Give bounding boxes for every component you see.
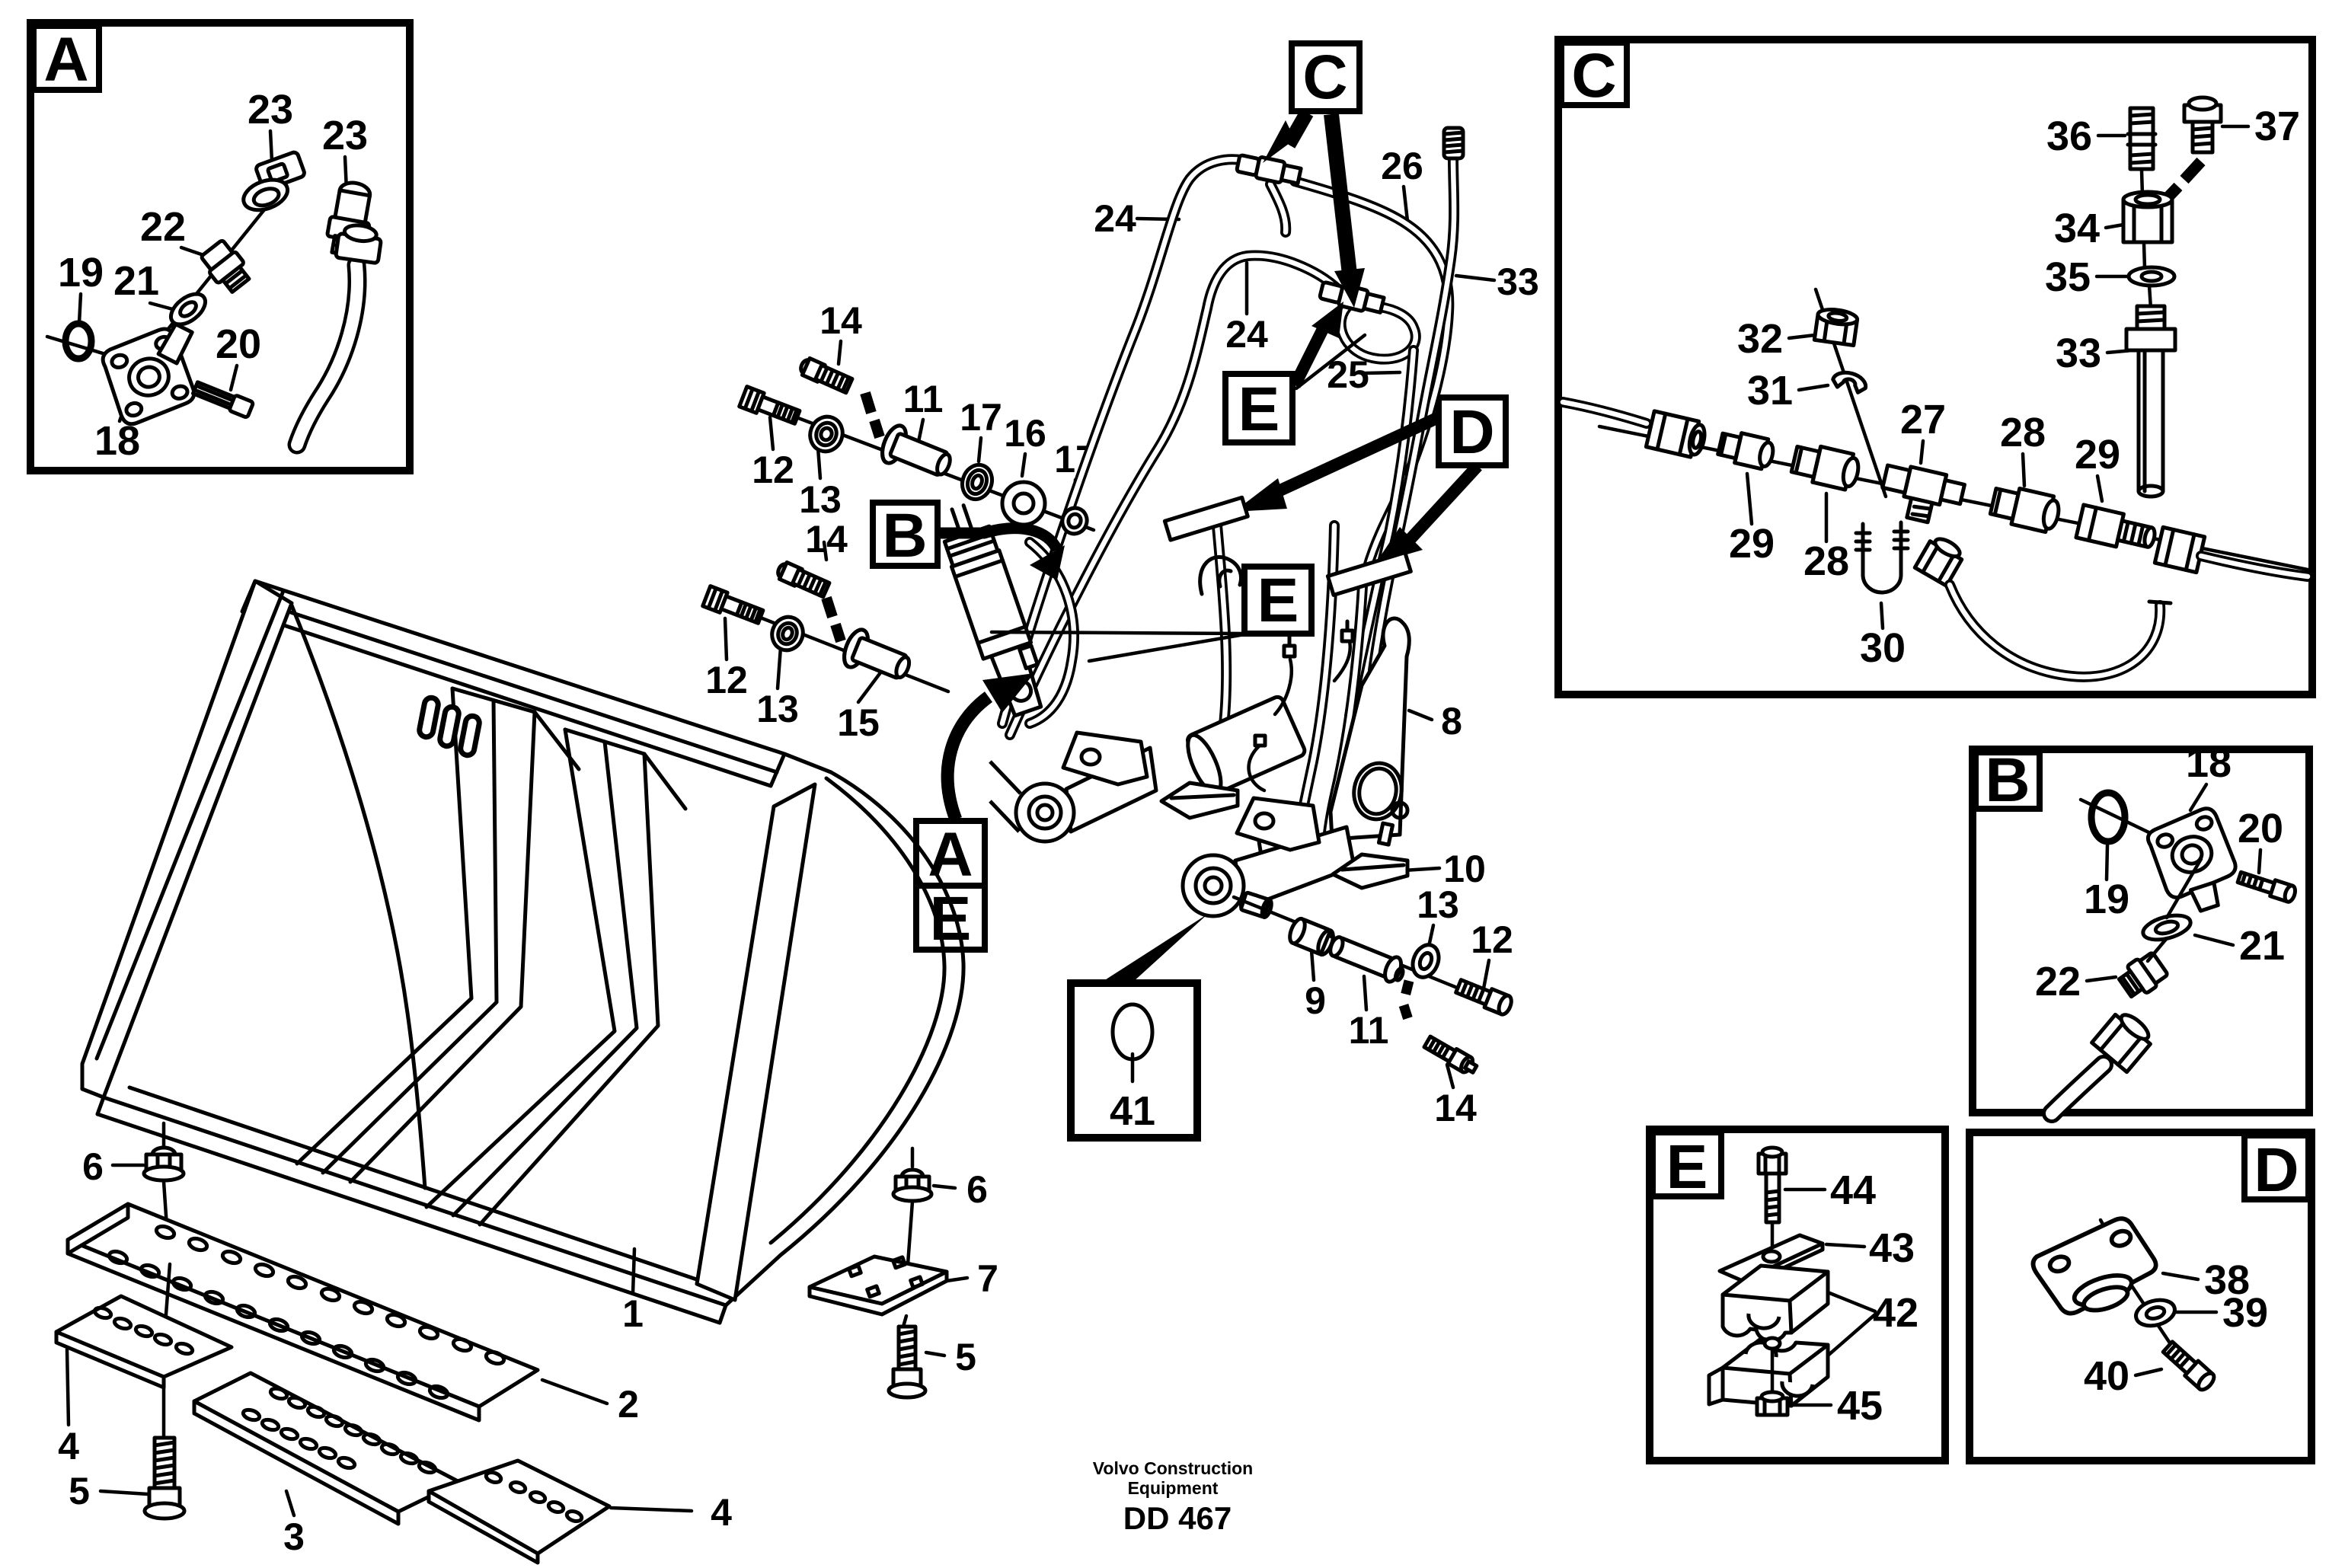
svg-text:23: 23 bbox=[248, 87, 293, 133]
svg-text:14: 14 bbox=[1434, 1087, 1477, 1129]
svg-text:9: 9 bbox=[1305, 979, 1326, 1022]
svg-text:8: 8 bbox=[1441, 700, 1462, 742]
svg-text:12: 12 bbox=[1471, 918, 1513, 961]
svg-text:20: 20 bbox=[2238, 806, 2283, 851]
svg-text:42: 42 bbox=[1873, 1290, 1918, 1336]
svg-text:14: 14 bbox=[819, 299, 862, 342]
svg-text:1: 1 bbox=[622, 1292, 644, 1335]
svg-text:C: C bbox=[1571, 41, 1616, 110]
svg-text:13: 13 bbox=[756, 688, 799, 730]
svg-text:30: 30 bbox=[1860, 625, 1906, 671]
svg-text:12: 12 bbox=[752, 449, 794, 491]
svg-text:4: 4 bbox=[58, 1425, 79, 1467]
svg-text:41: 41 bbox=[1110, 1088, 1155, 1134]
svg-text:21: 21 bbox=[113, 258, 159, 304]
svg-text:40: 40 bbox=[2084, 1353, 2129, 1399]
svg-text:38: 38 bbox=[2204, 1257, 2250, 1303]
svg-text:44: 44 bbox=[1830, 1167, 1876, 1213]
svg-text:28: 28 bbox=[1803, 538, 1849, 584]
svg-text:34: 34 bbox=[2054, 206, 2100, 251]
svg-text:32: 32 bbox=[1737, 316, 1783, 362]
svg-text:5: 5 bbox=[955, 1336, 976, 1378]
svg-text:39: 39 bbox=[2222, 1290, 2268, 1336]
svg-text:D: D bbox=[1449, 398, 1494, 467]
svg-text:29: 29 bbox=[1729, 521, 1775, 567]
svg-text:11: 11 bbox=[903, 378, 944, 420]
svg-text:45: 45 bbox=[1837, 1383, 1883, 1429]
svg-text:D: D bbox=[2254, 1135, 2299, 1205]
svg-text:19: 19 bbox=[58, 250, 104, 295]
svg-text:6: 6 bbox=[82, 1145, 104, 1188]
svg-text:6: 6 bbox=[966, 1168, 988, 1211]
svg-text:18: 18 bbox=[2186, 740, 2232, 786]
svg-text:E: E bbox=[1257, 566, 1299, 635]
svg-text:36: 36 bbox=[2046, 113, 2092, 159]
svg-text:10: 10 bbox=[1443, 848, 1486, 890]
svg-text:3: 3 bbox=[283, 1515, 305, 1558]
svg-text:16: 16 bbox=[1004, 412, 1046, 455]
svg-text:15: 15 bbox=[837, 701, 880, 744]
svg-text:23: 23 bbox=[322, 113, 368, 158]
svg-text:A: A bbox=[928, 820, 973, 889]
svg-text:33: 33 bbox=[1497, 260, 1539, 303]
svg-text:24: 24 bbox=[1094, 197, 1136, 240]
svg-text:28: 28 bbox=[2000, 410, 2046, 455]
svg-text:24: 24 bbox=[1225, 313, 1268, 356]
svg-text:29: 29 bbox=[2075, 432, 2120, 477]
svg-text:31: 31 bbox=[1747, 368, 1793, 414]
svg-text:5: 5 bbox=[69, 1470, 90, 1512]
svg-text:35: 35 bbox=[2045, 254, 2091, 300]
svg-text:12: 12 bbox=[705, 659, 748, 701]
svg-text:Equipment: Equipment bbox=[1128, 1478, 1219, 1498]
svg-text:27: 27 bbox=[1900, 397, 1946, 442]
svg-text:E: E bbox=[1666, 1132, 1708, 1202]
svg-text:21: 21 bbox=[2239, 923, 2285, 969]
svg-text:22: 22 bbox=[2035, 959, 2081, 1004]
svg-text:B: B bbox=[1985, 746, 2030, 815]
svg-text:13: 13 bbox=[1417, 883, 1459, 926]
svg-text:26: 26 bbox=[1381, 145, 1423, 187]
svg-text:7: 7 bbox=[977, 1257, 998, 1300]
svg-text:20: 20 bbox=[216, 321, 261, 367]
svg-text:E: E bbox=[1238, 375, 1280, 444]
svg-text:4: 4 bbox=[711, 1491, 732, 1534]
svg-text:33: 33 bbox=[2056, 331, 2101, 376]
svg-text:37: 37 bbox=[2254, 104, 2300, 149]
svg-text:13: 13 bbox=[799, 478, 842, 521]
svg-text:Volvo Construction: Volvo Construction bbox=[1093, 1458, 1253, 1478]
svg-text:11: 11 bbox=[1349, 1009, 1389, 1052]
svg-text:17: 17 bbox=[960, 396, 1002, 439]
svg-text:19: 19 bbox=[2084, 877, 2129, 922]
svg-text:B: B bbox=[882, 501, 927, 570]
svg-text:43: 43 bbox=[1869, 1225, 1915, 1271]
svg-text:2: 2 bbox=[618, 1383, 639, 1426]
svg-text:DD 467: DD 467 bbox=[1123, 1500, 1232, 1536]
svg-text:A: A bbox=[43, 25, 88, 94]
svg-text:22: 22 bbox=[140, 204, 186, 250]
svg-text:C: C bbox=[1302, 43, 1347, 112]
